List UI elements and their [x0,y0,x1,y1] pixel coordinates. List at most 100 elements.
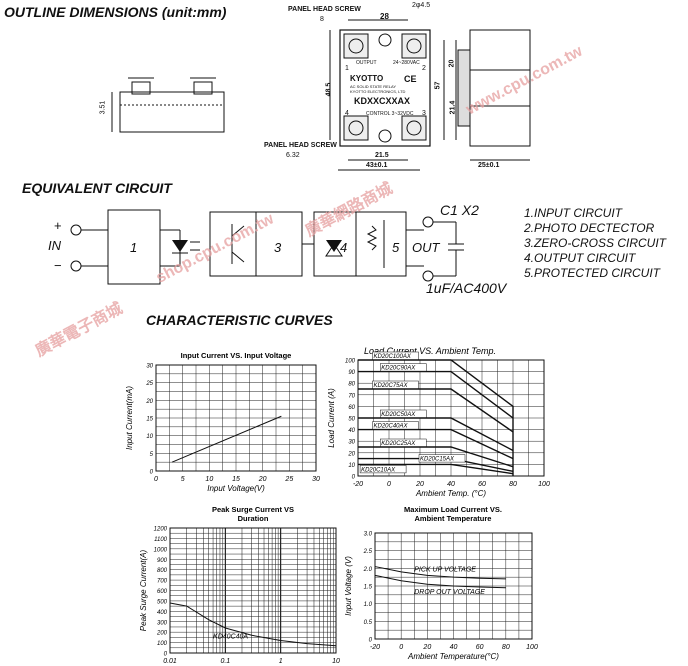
series-label: KD20C100AX [374,354,412,360]
series-line [358,428,514,460]
circuit-legend: 1.INPUT CIRCUIT 2.PHOTO DECTECTOR 3.ZERO… [524,206,666,281]
x-tick-label: 1 [279,658,283,665]
y-tick-label: 25 [145,381,153,387]
y-tick-label: 30 [348,440,355,446]
series-line [358,388,514,433]
series-label-box [380,409,427,418]
y-tick-label: 1000 [154,547,168,553]
plot-frame [169,527,337,654]
block-5-label: 5 [392,240,400,255]
legend-item: 3.ZERO-CROSS CIRCUIT [524,236,667,250]
y-tick-label: 15 [146,417,153,423]
x-tick-label: 0 [154,476,158,483]
input-label: IN [48,238,61,253]
relay-top-view [329,19,531,171]
series-label: KD20C50AX [381,412,416,418]
y-tick-label: 300 [157,620,168,626]
x-tick-label: -20 [370,644,380,651]
y-tick-label: 3.0 [364,532,373,538]
terminal-2: 2 [422,65,426,72]
y-tick-label: 500 [157,599,168,605]
x-tick-label: 40 [450,644,458,651]
relay-model: KDXXCXXAX [354,96,411,106]
series-label: DROP OUT VOLTAGE [414,589,485,596]
dim-width-43: 43±0.1 [366,162,388,169]
y-tick-label: 1100 [154,537,168,543]
plot-frame [155,364,317,472]
dim-screw-6-32: 6.32 [286,152,300,159]
series-line [358,446,514,468]
block-3-label: 3 [274,240,282,255]
y-tick-label: 100 [157,641,168,647]
y-tick-label: 1.5 [364,585,373,591]
panel-head-screw-top-label: PANEL HEAD SCREW [288,6,361,13]
y-tick-label: 100 [345,359,356,365]
series-label: PICK UP VOLTAGE [414,566,476,573]
terminal-4: 4 [345,110,349,117]
dim-hole: 2φ4.5 [412,2,431,9]
block-1-label: 1 [130,240,138,255]
series-label: KD20C75AX [374,383,409,389]
y-tick-label: 1.0 [364,602,373,608]
series-label-box [372,380,419,389]
relay-brand: KYOTTO [350,74,384,83]
relay-type-line: AC SOLID STATE RELAY [350,84,397,89]
x-tick-label: 100 [526,644,538,651]
y-tick-label: 1200 [154,527,168,533]
output-label: OUT [412,240,440,255]
y-axis-label: Peak Surge Current(A) [139,549,148,631]
series-line [358,370,514,419]
y-tick-label: 700 [157,579,168,585]
x-tick-label: 100 [538,481,550,488]
y-tick-label: 800 [157,568,168,574]
curves-heading: CHARACTERISTIC CURVES [146,312,333,328]
legend-item: 1.INPUT CIRCUIT [524,206,623,220]
y-tick-label: 10 [348,463,355,469]
y-tick-label: 50 [348,417,355,423]
chart-title: Load Current VS. Ambient Temp. [364,346,496,356]
y-axis-label: Load Current (A) [327,388,336,448]
y-tick-label: 0 [352,475,356,481]
y-tick-label: 60 [348,405,355,411]
x-tick-label: 60 [476,644,484,651]
x-tick-label: 80 [509,481,517,488]
legend-item: 4.OUTPUT CIRCUIT [524,251,636,265]
series-line [358,417,514,452]
circuit-heading: EQUIVALENT CIRCUIT [22,180,172,196]
input-minus: − [54,258,62,273]
x-axis-label: Input Voltage(V) [207,484,265,493]
series-label-box [359,465,407,474]
y-tick-label: 80 [348,382,355,388]
y-tick-label: 10 [146,434,153,440]
x-tick-label: 20 [422,644,431,651]
y-tick-label: 0 [369,638,373,644]
x-tick-label: 0.1 [220,658,230,665]
series-label: KD20C25AX [381,441,416,447]
x-axis-label: Ambient Temperature(°C) [407,652,499,661]
dim-screw-8: 8 [320,16,324,23]
relay-maker-line: KYOTTO ELECTRONICS, LTD [350,89,406,94]
x-tick-label: 25 [284,476,293,483]
y-tick-label: 2.5 [363,549,373,555]
x-tick-label: -20 [353,481,363,488]
series-label-box [418,454,466,463]
input-plus: + [54,218,62,233]
series-label-box [380,363,427,372]
dim-depth-25: 25±0.1 [478,162,500,169]
x-tick-label: 0.01 [163,658,177,665]
x-axis-label: Ambient Temp. (°C) [415,489,486,498]
series-label: KD20C90AX [381,366,416,372]
capacitor-value: 1uF/AC400V [426,280,507,296]
dim-width-28: 28 [380,12,389,21]
x-tick-label: 80 [502,644,510,651]
y-tick-label: 0 [164,652,168,658]
terminal-3: 3 [422,110,426,117]
x-tick-label: 20 [258,476,267,483]
plot-frame [374,532,533,640]
y-tick-label: 40 [348,428,355,434]
y-tick-label: 20 [347,451,355,457]
series-line [374,574,506,589]
terminal-1: 1 [345,65,349,72]
